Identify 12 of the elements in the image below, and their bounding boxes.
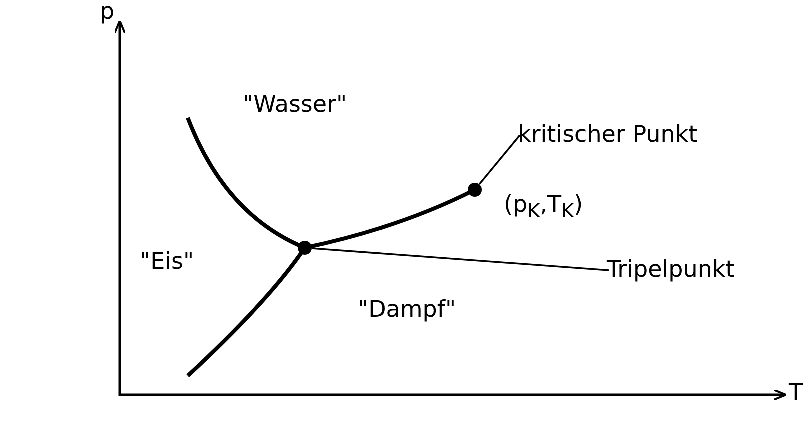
point-label: Tripelpunkt [607,258,735,284]
leader-line [478,134,521,186]
point-label: kritischer Punkt [518,123,698,148]
critical-point-coordinates: (p$_{K}$,T$_{K}$) [504,193,584,222]
point-marker [298,241,312,255]
region-label: "Wasser" [243,93,348,118]
axis-label: p [100,0,115,26]
region-label: "Eis" [140,250,194,276]
leader-line [312,248,610,272]
axis-label: T [789,381,804,406]
point-marker [468,183,482,197]
region-label: "Dampf" [358,298,456,324]
